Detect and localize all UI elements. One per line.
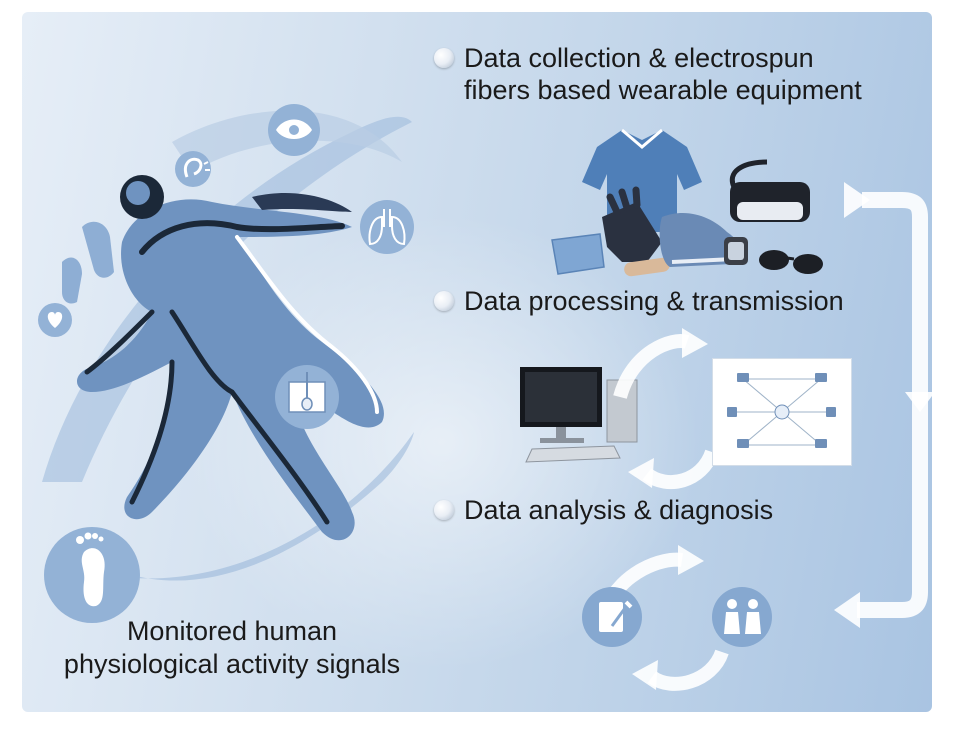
diagram-artwork (38, 104, 932, 691)
clipboard-pen-icon (582, 587, 642, 647)
sneaker-icon (659, 212, 742, 267)
step-label: Data collection & electrospun fibers bas… (464, 43, 862, 105)
gloves-icon (602, 186, 662, 262)
skin-hair-follicle-icon (275, 365, 339, 429)
step-label: Data analysis & diagnosis (464, 495, 774, 525)
step-data-analysis: Data analysis & diagnosis (434, 494, 773, 526)
network-diagram-art (727, 373, 836, 448)
diagram-panel: Data collection & electrospun fibers bas… (22, 12, 932, 712)
eye-icon (268, 104, 320, 156)
running-human-figure-icon (62, 175, 384, 541)
bandage-icon (624, 257, 670, 277)
desktop-computer-icon (520, 367, 638, 463)
face-mask-icon (551, 233, 605, 275)
network-diagram-icon (712, 358, 852, 466)
doctor-patient-icon (712, 587, 772, 647)
footprint-icon (44, 527, 140, 623)
step-data-processing: Data processing & transmission (434, 285, 844, 317)
bullet-icon (434, 500, 454, 520)
step-label: Data processing & transmission (464, 286, 844, 316)
bullet-icon (434, 48, 454, 68)
figure-caption: Monitored human physiological activity s… (32, 615, 432, 681)
cycle-arrow-icon (613, 328, 719, 489)
heart-icon (38, 303, 72, 337)
step-data-collection: Data collection & electrospun fibers bas… (434, 42, 862, 106)
lungs-icon (360, 200, 414, 254)
bullet-icon (434, 291, 454, 311)
caption-text: Monitored human physiological activity s… (63, 616, 401, 679)
flow-arrow-icon (834, 182, 932, 628)
smartwatch-icon (724, 237, 748, 265)
ear-icon (175, 151, 211, 187)
sunglasses-icon (759, 250, 823, 274)
vr-headset-icon (729, 159, 810, 222)
